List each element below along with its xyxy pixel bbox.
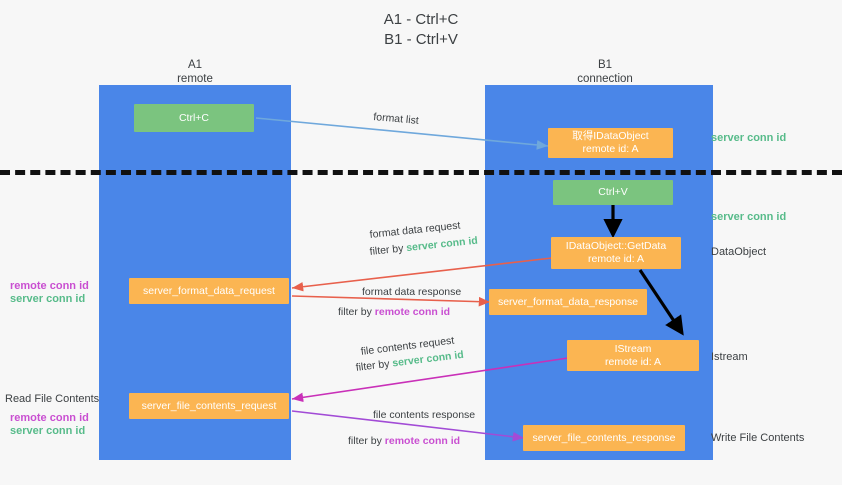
node-istream-line2: remote id: A (604, 355, 662, 368)
phase-divider (0, 170, 842, 175)
column-a1-title: A1 (187, 59, 203, 71)
node-server-format-data-response[interactable]: server_format_data_response (489, 289, 647, 315)
node-server-format-data-request-label: server_format_data_request (143, 284, 275, 297)
filter-prefix: filter by (338, 306, 375, 318)
node-istream[interactable]: IStream remote id: A (567, 340, 699, 371)
edge-label-file-contents-response-filter: filter by remote conn id (348, 434, 460, 448)
left-label-bottom-remote-conn-id: remote conn id (10, 412, 89, 424)
node-ctrl-c-line1: Ctrl+C (178, 111, 210, 124)
node-idataobject-line2: remote id: A (582, 143, 639, 155)
node-server-format-data-response-label: server_format_data_response (497, 295, 639, 308)
file-contents-response-text: file contents response (373, 409, 476, 421)
node-idataobject[interactable]: 取得IDataObject remote id: A (548, 128, 673, 158)
right-label-server-conn-id-top: server conn id (711, 132, 787, 144)
node-istream-line1: IStream (614, 342, 652, 355)
node-server-file-contents-response-label: server_file_contents_response (532, 431, 676, 444)
left-label-mid-server-conn-id: server conn id (10, 293, 86, 305)
filter-prefix: filter by (369, 242, 407, 258)
filter-prefix: filter by (355, 357, 394, 374)
format-list-text: format list (372, 110, 420, 127)
node-getdata-line2: remote id: A (587, 253, 645, 265)
filter-value-remote-conn-id: remote conn id (374, 306, 451, 318)
edge-label-format-list: format list (373, 110, 420, 128)
node-server-format-data-request[interactable]: server_format_data_request (129, 278, 289, 304)
filter-prefix: filter by (348, 435, 385, 447)
left-label-mid-remote-conn-id: remote conn id (10, 280, 89, 292)
node-server-file-contents-request-label: server_file_contents_request (141, 399, 277, 412)
page-title: A1 - Ctrl+C B1 - Ctrl+V (383, 11, 459, 48)
right-label-server-conn-id-second: server conn id (711, 211, 787, 223)
node-idataobject-getdata[interactable]: IDataObject::GetData remote id: A (551, 237, 681, 269)
node-idataobject-line1: 取得IDataObject (572, 130, 649, 142)
column-b1-title: B1 (597, 59, 613, 71)
node-getdata-line1: IDataObject::GetData (565, 240, 667, 252)
column-header-b1: B1 connection (545, 58, 665, 86)
node-ctrl-v-line1: Ctrl+V (598, 186, 628, 198)
node-server-file-contents-request[interactable]: server_file_contents_request (129, 393, 289, 419)
edge-label-format-data-response-filter: filter by remote conn id (338, 305, 450, 319)
left-label-read-file-contents: Read File Contents (5, 393, 100, 405)
filter-value-remote-conn-id: remote conn id (384, 435, 461, 447)
edge-label-format-data-response: format data response (362, 285, 461, 299)
node-server-file-contents-response[interactable]: server_file_contents_response (523, 425, 685, 451)
right-label-write-file-contents: Write File Contents (711, 432, 805, 444)
left-label-bottom-server-conn-id: server conn id (10, 425, 86, 437)
edge-label-file-contents-response: file contents response (373, 408, 475, 422)
column-header-a1: A1 remote (140, 58, 250, 86)
node-ctrl-c[interactable]: Ctrl+C (134, 104, 254, 132)
filter-value-server-conn-id: server conn id (405, 234, 479, 255)
column-b1-subtitle: connection (577, 73, 633, 85)
column-a1-subtitle: remote (177, 73, 213, 85)
node-ctrl-v[interactable]: Ctrl+V (553, 180, 673, 205)
right-label-istream: Istream (711, 351, 748, 363)
format-data-response-text: format data response (362, 286, 462, 298)
right-label-dataobject: DataObject (711, 246, 767, 258)
